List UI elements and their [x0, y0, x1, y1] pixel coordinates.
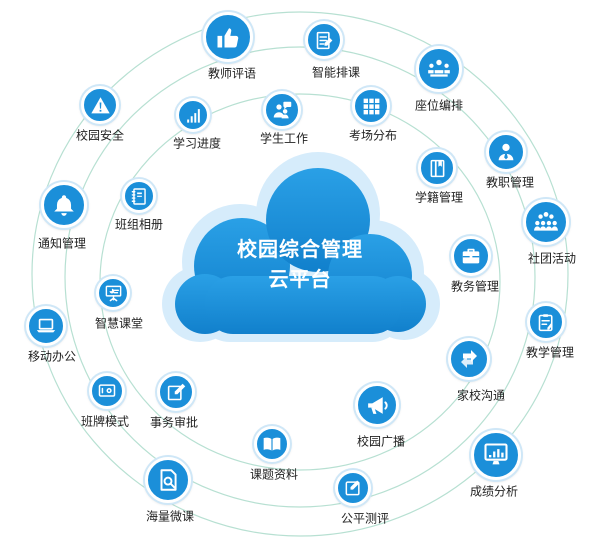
module-campus-broadcast[interactable]: 校园广播 [355, 383, 405, 449]
module-label: 教务管理 [450, 279, 500, 294]
clipboard-pen-icon [527, 303, 565, 341]
module-grade-analysis[interactable]: 成绩分析 [470, 430, 521, 499]
module-label: 家校沟通 [456, 388, 506, 403]
warning-icon [81, 86, 119, 124]
thumbs-up-icon [203, 12, 253, 62]
module-campus-security[interactable]: 校园安全 [76, 86, 124, 143]
module-seat-arrange[interactable]: 座位编排 [415, 46, 463, 113]
monitor-chart-icon [471, 430, 521, 480]
module-student-status[interactable]: 学籍管理 [415, 149, 463, 205]
module-smart-schedule[interactable]: 智能排课 [305, 21, 360, 80]
class-board-icon [89, 373, 125, 409]
presentation-board-icon [96, 276, 130, 310]
bell-icon [41, 182, 87, 228]
module-home-school[interactable]: 家校沟通 [448, 338, 505, 403]
module-label: 课题资料 [249, 467, 299, 482]
module-label: 事务审批 [149, 415, 199, 430]
edit-square-icon [335, 470, 371, 506]
module-label: 班牌模式 [80, 414, 130, 429]
module-label: 学生工作 [259, 131, 309, 146]
module-label: 通知管理 [37, 236, 87, 251]
module-label: 成绩分析 [469, 484, 519, 499]
album-icon [122, 179, 156, 213]
module-label: 社团活动 [527, 251, 577, 266]
cloud-shape [162, 152, 440, 342]
students-chat-icon [263, 91, 301, 129]
module-study-progress[interactable]: 学习进度 [173, 98, 221, 151]
module-label: 智慧课堂 [94, 316, 144, 331]
module-label: 移动办公 [27, 349, 77, 364]
group-people-icon [523, 199, 569, 245]
module-teacher-comment[interactable]: 教师评语 [203, 12, 256, 81]
module-label: 教学管理 [525, 345, 575, 360]
module-student-work[interactable]: 学生工作 [260, 91, 308, 146]
module-staff-manage[interactable]: 教职管理 [486, 132, 534, 190]
module-academic-affairs[interactable]: 教务管理 [451, 236, 499, 294]
module-notice-manage[interactable]: 通知管理 [38, 182, 87, 251]
module-label: 智能排课 [311, 65, 361, 80]
center-title-line1: 校园综合管理 [237, 237, 363, 261]
module-club-activity[interactable]: 社团活动 [523, 199, 576, 266]
megaphone-icon [355, 383, 399, 427]
module-label: 考场分布 [348, 128, 398, 143]
module-label: 教职管理 [485, 175, 535, 190]
document-pen-icon [305, 21, 343, 59]
module-class-board[interactable]: 班牌模式 [81, 373, 129, 429]
book-icon [418, 149, 456, 187]
pen-approve-icon [157, 373, 195, 411]
module-teaching-manage[interactable]: 教学管理 [526, 303, 574, 360]
exchange-arrows-icon [448, 338, 490, 380]
module-label: 学籍管理 [414, 190, 464, 205]
module-class-album[interactable]: 班组相册 [115, 179, 163, 232]
middle-ring [64, 46, 536, 508]
module-label: 校园安全 [75, 128, 125, 143]
module-mobile-office[interactable]: 移动办公 [26, 306, 76, 364]
briefcase-icon [451, 236, 491, 276]
module-massive-courses[interactable]: 海量微课 [145, 457, 194, 524]
module-label: 座位编排 [414, 98, 464, 113]
module-exam-room[interactable]: 考场分布 [349, 87, 397, 143]
laptop-icon [26, 306, 66, 346]
module-smart-classroom[interactable]: 智慧课堂 [95, 276, 143, 331]
outer-ring [31, 11, 569, 537]
module-label: 教师评语 [207, 66, 257, 81]
module-label: 学习进度 [172, 136, 222, 151]
search-document-icon [145, 457, 191, 503]
center-title-line2: 云平台 [268, 267, 332, 291]
module-topic-materials[interactable]: 课题资料 [250, 426, 298, 482]
meeting-people-icon [416, 46, 462, 92]
module-label: 海量微课 [145, 509, 195, 524]
module-fair-evaluation[interactable]: 公平测评 [335, 470, 389, 526]
module-label: 公平测评 [340, 511, 390, 526]
open-book-icon [254, 426, 290, 462]
module-label: 校园广播 [356, 434, 406, 449]
module-affairs-approval[interactable]: 事务审批 [150, 373, 198, 430]
staff-person-icon [486, 132, 526, 172]
grid-icon [352, 87, 390, 125]
module-label: 班组相册 [114, 217, 164, 232]
bar-progress-icon [176, 98, 210, 132]
center-title: 校园综合管理 云平台 [237, 234, 363, 294]
